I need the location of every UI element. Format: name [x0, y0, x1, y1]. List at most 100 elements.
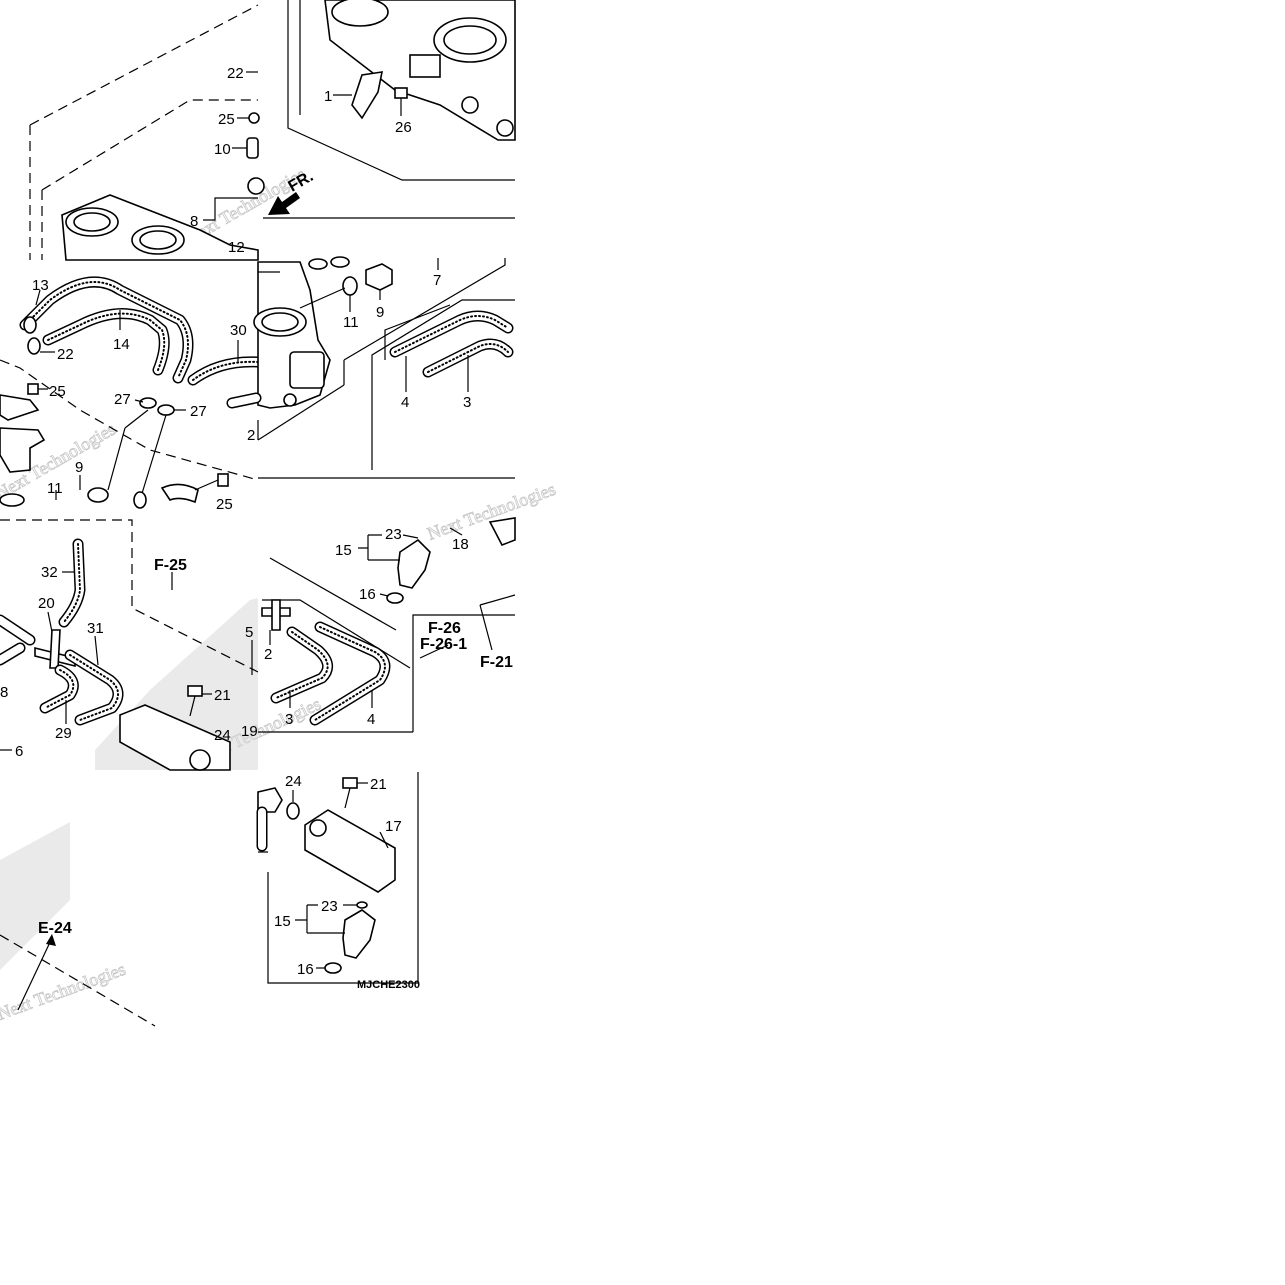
- leader-bracket: [358, 534, 400, 561]
- boss-part: [283, 393, 297, 407]
- hose-part-fill: [228, 394, 260, 407]
- callout-10: 10: [214, 141, 231, 158]
- watermark-group: Next Technologies Next Technologies Next…: [0, 0, 559, 1024]
- leader-line: [402, 534, 419, 539]
- callout-21: 21: [214, 687, 231, 704]
- tile-middle-left: [0, 276, 264, 509]
- fitting-part: [189, 749, 211, 771]
- intake-port-inner: [73, 212, 111, 232]
- callout-32: 32: [41, 564, 58, 581]
- callout-21: 21: [370, 776, 387, 793]
- forward-arrow-icon: [268, 192, 300, 215]
- callout-2: 2: [247, 427, 255, 444]
- arrow-head-icon: [46, 934, 56, 946]
- tile-lower-left: [0, 519, 259, 771]
- fitting-part: [87, 487, 109, 503]
- leader-line: [299, 287, 346, 309]
- fuel-injector-part: [397, 538, 431, 589]
- boundary-line: [257, 384, 345, 441]
- callout-22: 22: [227, 65, 244, 82]
- leader-line: [449, 527, 463, 536]
- callout-25: 25: [49, 383, 66, 400]
- callout-8: 8: [190, 213, 198, 230]
- intake-port-inner: [261, 312, 299, 332]
- boundary-line: [29, 4, 259, 260]
- callout-20: 20: [38, 595, 55, 612]
- callout-26: 26: [395, 119, 412, 136]
- boundary-line: [384, 304, 451, 360]
- bolt-part: [27, 383, 39, 395]
- callout-1: 1: [324, 88, 332, 105]
- hose-texture: [192, 360, 259, 381]
- o-ring-part: [286, 802, 300, 820]
- callout-6: 6: [15, 743, 23, 760]
- callout-3: 3: [285, 711, 293, 728]
- callout-30: 30: [230, 322, 247, 339]
- fuel-rail-part: [488, 517, 516, 547]
- callout-25: 25: [216, 496, 233, 513]
- leader-line: [203, 197, 258, 221]
- hose-part-fill: [0, 616, 34, 644]
- watermark-text: Next Technologies: [425, 479, 559, 544]
- fitting-part: [133, 491, 147, 509]
- drawing-code: MJCHE2300: [357, 979, 420, 991]
- clip-part: [247, 177, 265, 195]
- bracket-part: [351, 71, 384, 120]
- seal-part: [386, 592, 404, 604]
- boundary-line: [287, 0, 515, 181]
- callout-8: 8: [0, 684, 8, 701]
- leader-line: [194, 479, 219, 491]
- callout-4: 4: [401, 394, 409, 411]
- intake-port: [331, 0, 389, 27]
- ref-arrow-line: [17, 937, 53, 1011]
- hose-texture: [394, 315, 509, 353]
- bolt-shaft: [344, 787, 351, 809]
- callout-2: 2: [264, 646, 272, 663]
- clamp-part: [157, 404, 175, 416]
- boundary-line: [0, 519, 259, 673]
- o-ring-part: [342, 276, 358, 296]
- watermark-text: Next Technologies: [0, 959, 128, 1024]
- leader-line: [134, 399, 144, 403]
- boss-part: [496, 119, 514, 137]
- bolt-shaft: [189, 695, 196, 717]
- clamp-part: [139, 397, 157, 409]
- map-sensor-part: [0, 427, 46, 473]
- bolt-part: [342, 777, 358, 789]
- bolt-part: [248, 112, 260, 124]
- callout-29: 29: [55, 725, 72, 742]
- ref-arrow-line: [419, 644, 449, 659]
- callout-16: 16: [297, 961, 314, 978]
- callout-4: 4: [367, 711, 375, 728]
- tile-top-left: [29, 4, 265, 261]
- callout-27: 27: [114, 391, 131, 408]
- hose-line: [124, 409, 149, 429]
- callout-7: 7: [433, 272, 441, 289]
- tile-bottom-right: [256, 772, 419, 984]
- seal-part: [356, 901, 368, 909]
- sensor-part: [365, 263, 393, 291]
- callout-25: 25: [218, 111, 235, 128]
- throttle-sensor-part: [289, 351, 325, 389]
- callout-19: 19: [241, 723, 258, 740]
- seal-part: [308, 258, 328, 270]
- washer-part: [246, 137, 259, 159]
- boundary-line: [0, 934, 156, 1027]
- shaded-area: [0, 822, 70, 970]
- boundary-line: [258, 772, 419, 984]
- callout-24: 24: [285, 773, 302, 790]
- bolt-part: [217, 473, 229, 487]
- hose-texture: [275, 631, 329, 699]
- leader-line: [47, 611, 53, 633]
- callout-15: 15: [274, 913, 291, 930]
- callout-22: 22: [57, 346, 74, 363]
- boundary-line: [41, 99, 258, 260]
- t-joint-part: [49, 629, 61, 669]
- hose-texture: [47, 312, 166, 371]
- boundary-line: [479, 594, 516, 606]
- sensor-part: [409, 54, 441, 78]
- boundary-line: [371, 299, 515, 470]
- seal-part: [330, 256, 350, 268]
- ref-f26-1: F-26-1: [420, 636, 467, 653]
- tile-top-right: FR.: [263, 0, 516, 219]
